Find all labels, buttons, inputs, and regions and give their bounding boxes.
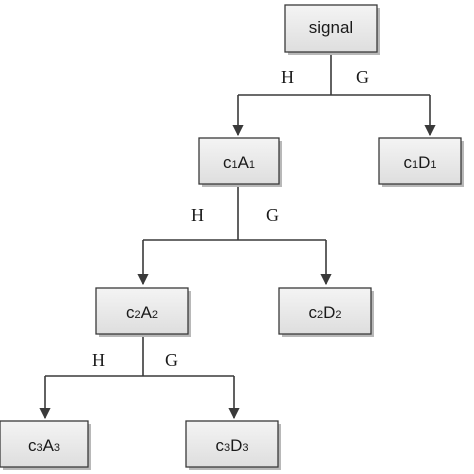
level1-connectors: [232, 55, 436, 137]
node-c3D3-label: c3D3: [215, 436, 248, 455]
node-c3A3: c3A3: [0, 420, 91, 470]
node-c3D3: c3D3: [185, 420, 281, 470]
edge-label-l3-h: H: [92, 350, 105, 370]
node-c2A2-label: c2A2: [126, 303, 158, 322]
node-c1D1: c1D1: [378, 137, 464, 187]
node-c1D1-label: c1D1: [403, 153, 436, 172]
node-signal: signal: [284, 4, 380, 55]
edge-label-l3-g: G: [165, 350, 178, 370]
level2-connectors: [137, 186, 332, 286]
node-c2A2: c2A2: [95, 287, 191, 337]
node-c1A1: c1A1: [198, 137, 282, 187]
node-c3A3-label: c3A3: [28, 436, 60, 455]
edge-label-l1-h: H: [281, 67, 294, 87]
node-c2D2-label: c2D2: [308, 303, 341, 322]
node-c2D2: c2D2: [278, 287, 374, 337]
node-signal-label: signal: [309, 18, 353, 37]
level3-connectors: [39, 336, 240, 420]
edge-label-l2-h: H: [191, 205, 204, 225]
edge-label-l2-g: G: [266, 205, 279, 225]
edge-label-l1-g: G: [356, 67, 369, 87]
node-c1A1-label: c1A1: [223, 153, 255, 172]
